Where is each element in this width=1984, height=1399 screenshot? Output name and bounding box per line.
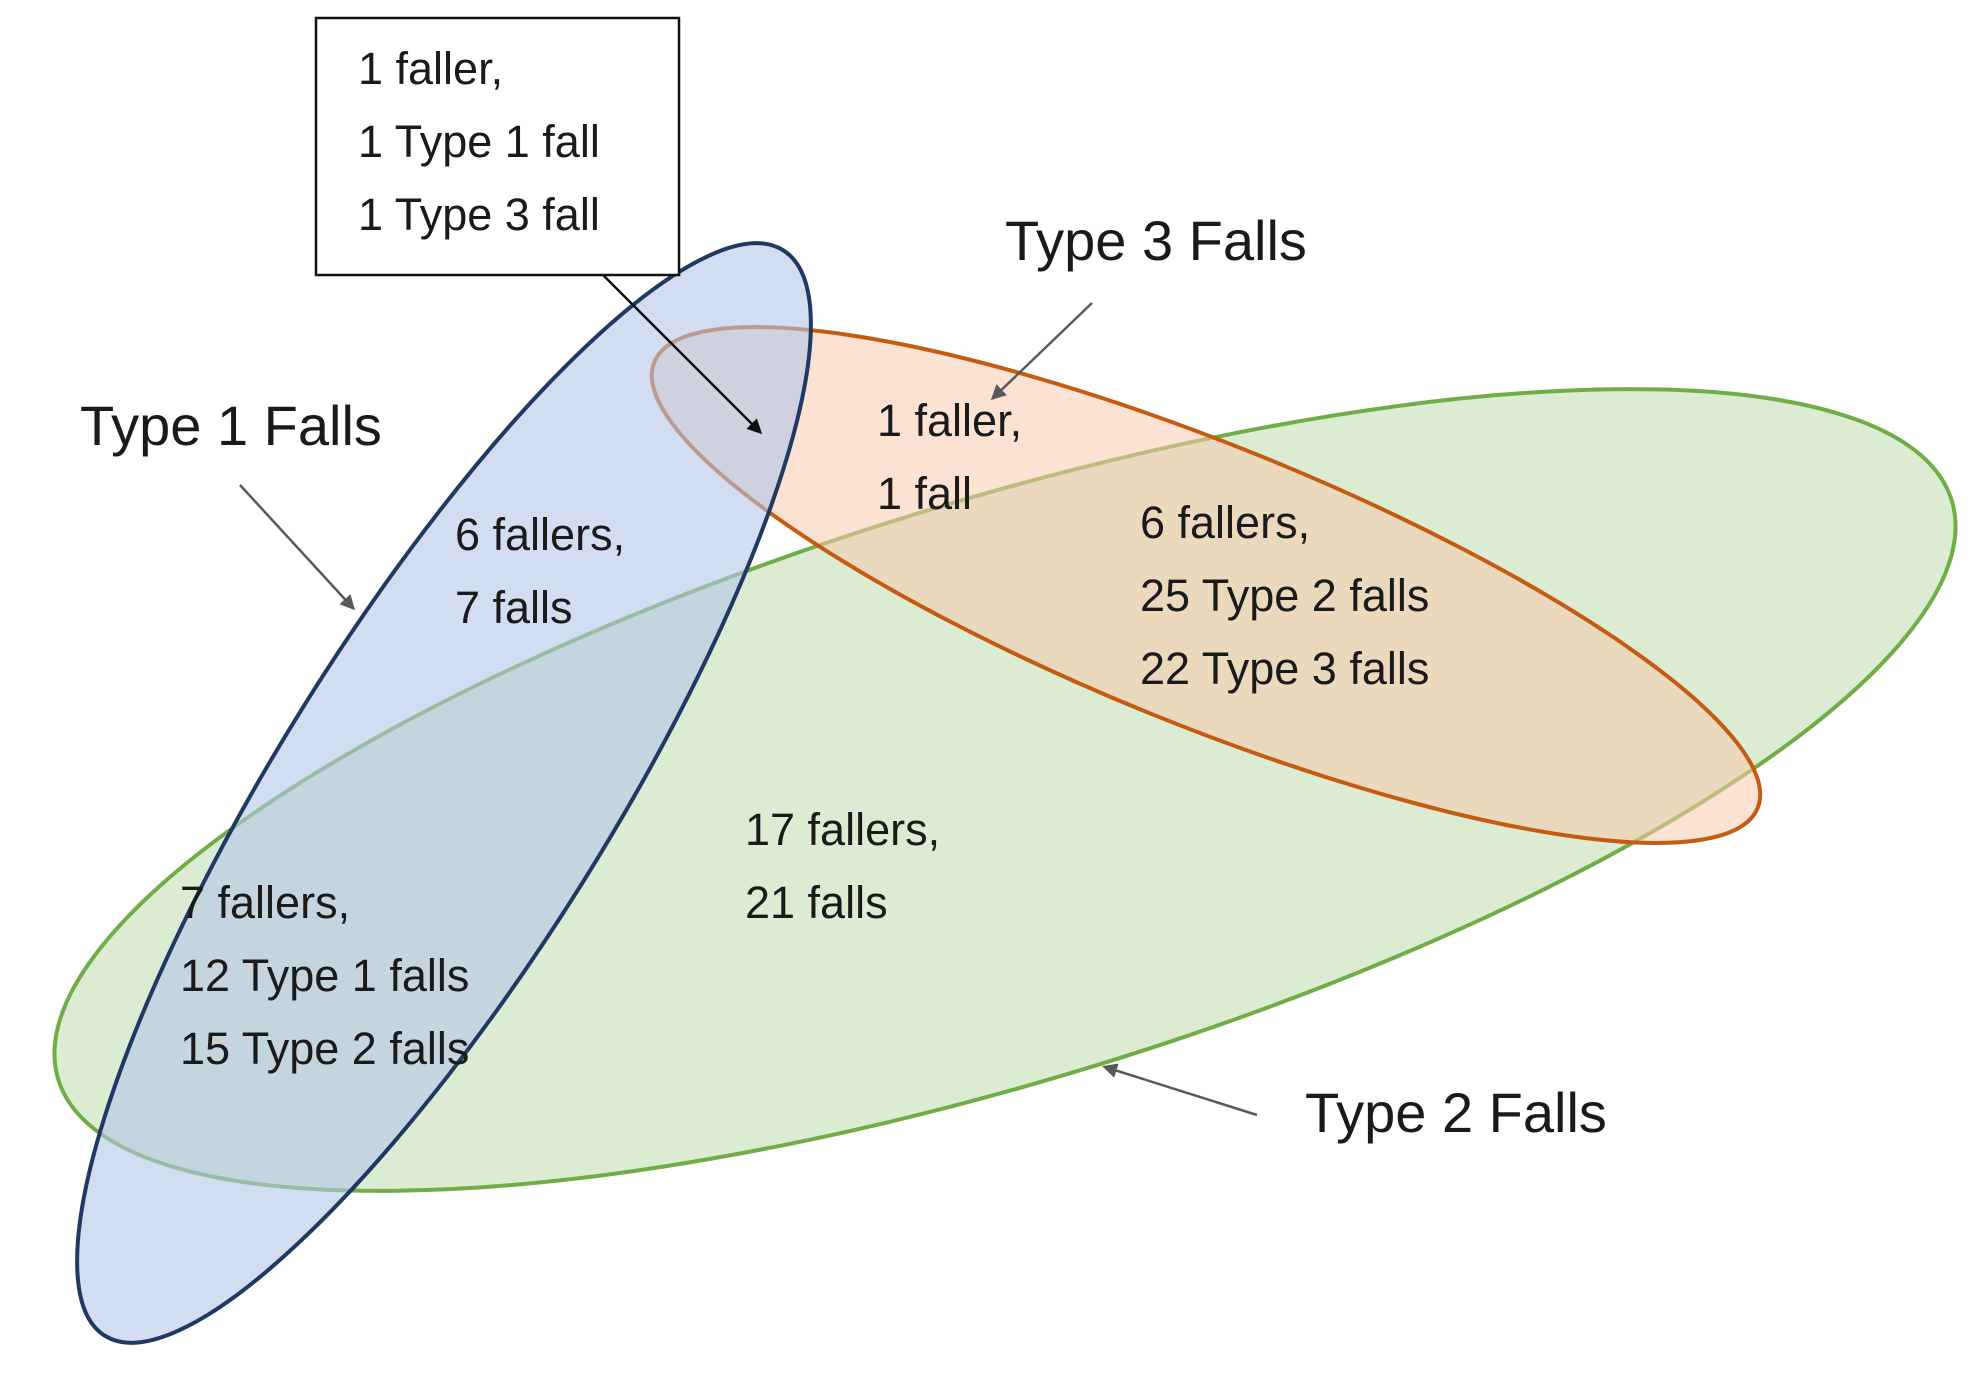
region-type1-type3-line-2: 1 Type 1 fall — [358, 116, 600, 167]
region-type1-type2-line-2: 12 Type 1 falls — [180, 950, 469, 1001]
type2-label: Type 2 Falls — [1305, 1081, 1607, 1144]
region-type2-type3-line-2: 25 Type 2 falls — [1140, 570, 1429, 621]
type3-label: Type 3 Falls — [1005, 209, 1307, 272]
region-type1-type3-line-3: 1 Type 3 fall — [358, 189, 600, 240]
region-type2-type3-line-1: 6 fallers, — [1140, 497, 1310, 548]
callout-arrow — [602, 274, 763, 435]
type2-label-arrow — [1102, 1063, 1258, 1117]
type3-label-arrow — [990, 302, 1093, 401]
callout-box — [314, 16, 681, 277]
region-type2-only-line-1: 17 fallers, — [745, 804, 940, 855]
region-type3-only-line-2: 1 fall — [877, 468, 972, 519]
type1-ellipse — [75, 241, 813, 1345]
type1-label-arrow — [239, 484, 356, 611]
region-type2-type3-line-3: 22 Type 3 falls — [1140, 643, 1429, 694]
region-type1-type2-line-3: 15 Type 2 falls — [180, 1023, 469, 1074]
region-type1-only-line-2: 7 falls — [455, 582, 573, 633]
region-type1-type2-line-1: 7 fallers, — [180, 877, 350, 928]
region-type1-only-line-1: 6 fallers, — [455, 509, 625, 560]
region-type3-only-line-1: 1 faller, — [877, 395, 1022, 446]
type1-label: Type 1 Falls — [80, 394, 382, 457]
region-type2-only-line-2: 21 falls — [745, 877, 888, 928]
region-type1-type3-line-1: 1 faller, — [358, 43, 503, 94]
